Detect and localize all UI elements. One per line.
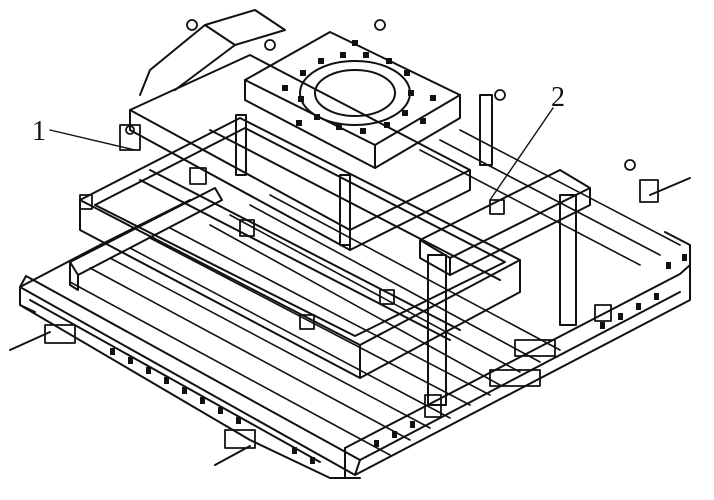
middle-frame <box>69 117 521 379</box>
upper-frame <box>129 9 591 406</box>
right-rail-holes <box>374 254 687 447</box>
rotary-plate <box>244 31 461 169</box>
clamps <box>44 19 659 449</box>
front-rail-holes <box>110 348 315 464</box>
callout-leaders <box>49 107 554 201</box>
callout-label-2: 2 <box>551 82 565 113</box>
base-frame <box>19 199 691 479</box>
base-slats <box>69 129 681 456</box>
callout-label-1: 1 <box>32 116 46 147</box>
rotary-plate-holes <box>282 40 436 134</box>
screw-shafts <box>9 177 691 466</box>
